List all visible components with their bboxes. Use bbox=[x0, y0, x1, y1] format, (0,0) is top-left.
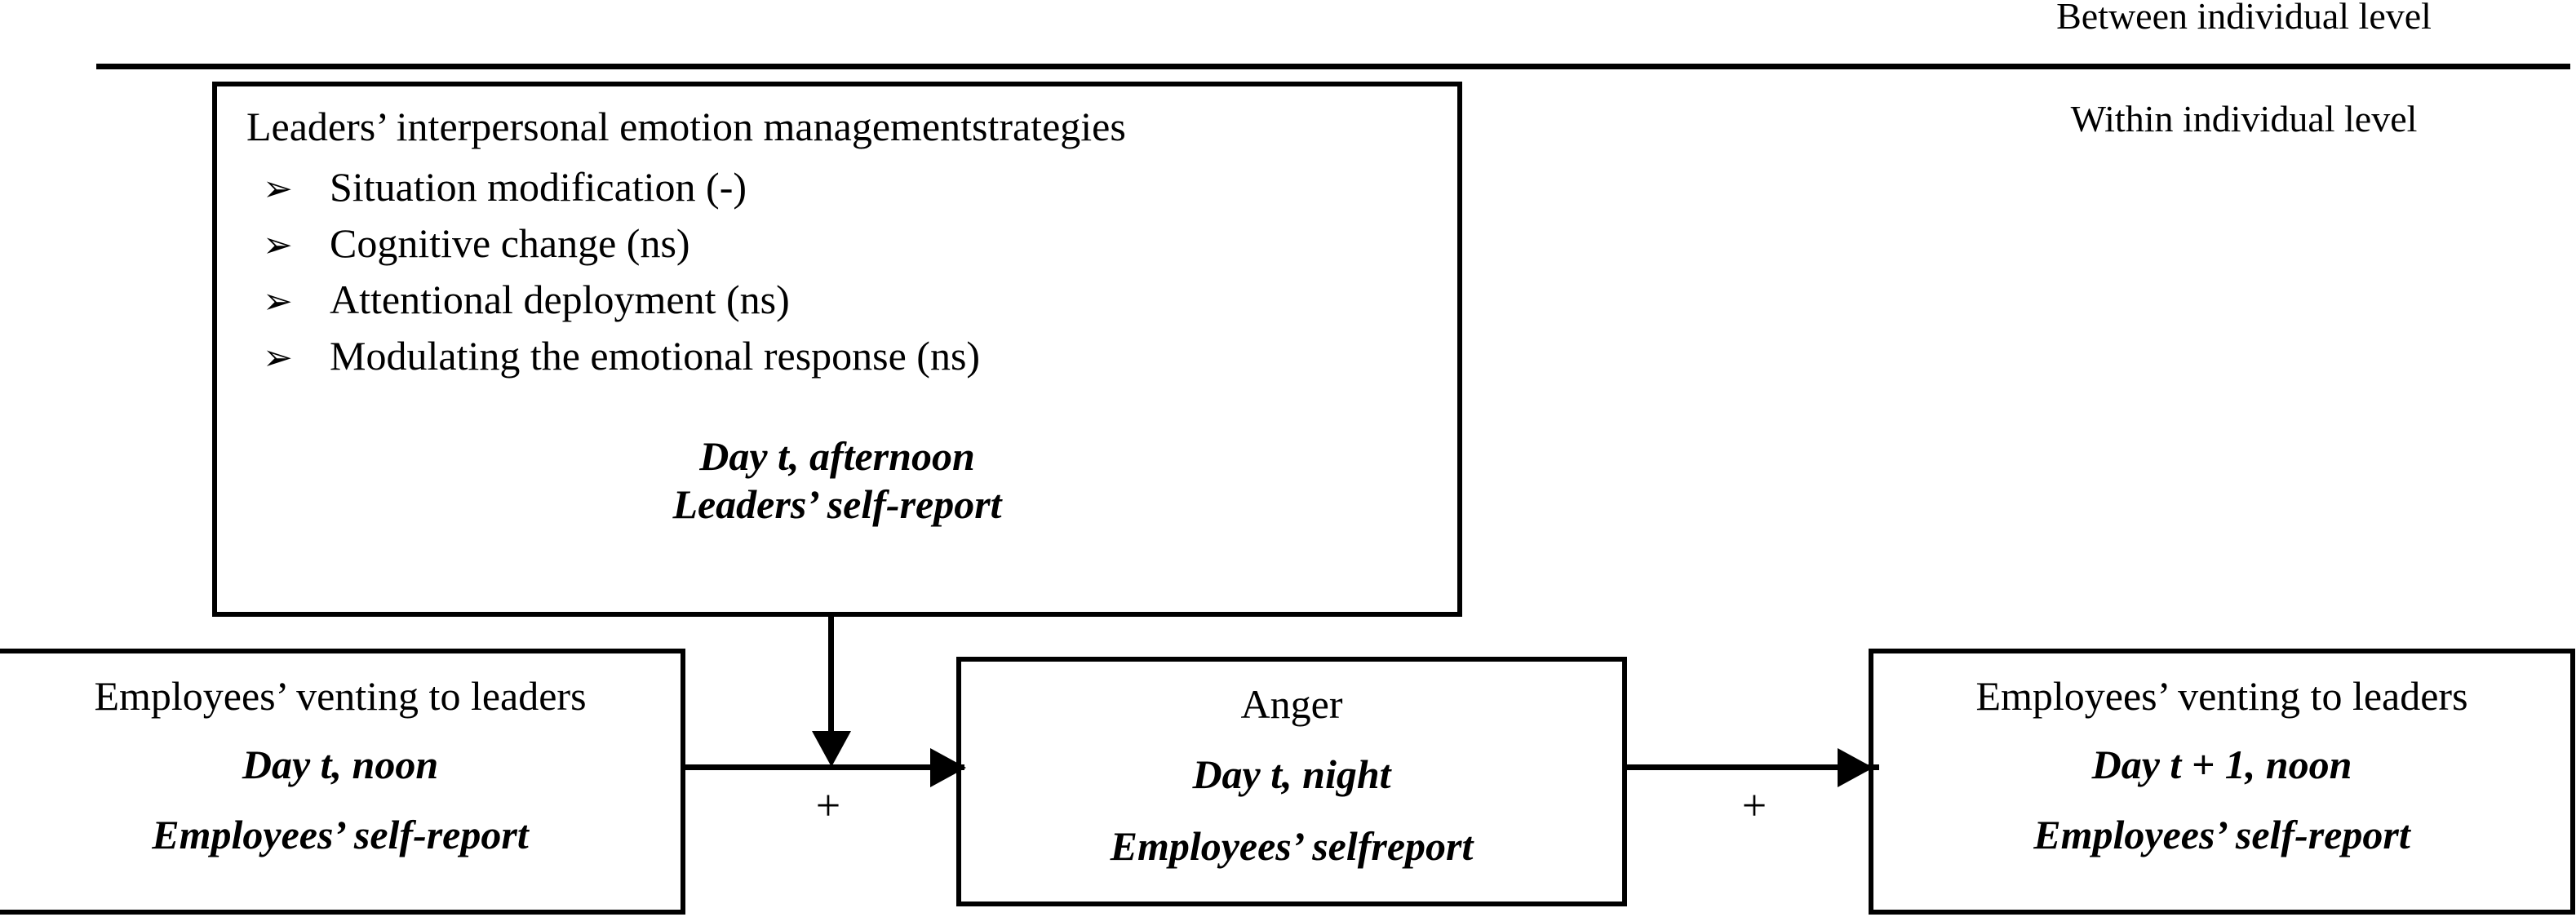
arrow-bullet-icon: ➢ bbox=[263, 281, 293, 322]
predictor-box: Employees’ venting to leaders Day t, noo… bbox=[0, 649, 685, 915]
outcome-heading: Employees’ venting to leaders bbox=[1975, 673, 2468, 719]
moderator-title: Leaders’ interpersonal emotion managemen… bbox=[246, 104, 1126, 149]
moderator-source-text: Leaders’ self-report bbox=[672, 481, 1002, 527]
arrow-predictor-to-mediator-head-icon bbox=[930, 748, 966, 787]
list-item: ➢ Cognitive change (ns) bbox=[250, 223, 1425, 264]
arrow-moderator-to-path-line bbox=[828, 617, 834, 738]
mediator-source-text: Employees’ selfreport bbox=[1110, 823, 1474, 869]
mediator-timing-text: Day t, night bbox=[1192, 751, 1391, 797]
between-individual-level-label: Between individual level bbox=[2056, 0, 2432, 37]
arrow-moderator-to-path-head-icon bbox=[812, 731, 851, 767]
path-sign-mediator-to-outcome: + bbox=[1741, 781, 1767, 830]
predictor-source-text: Employees’ self-report bbox=[152, 812, 529, 857]
predictor-content: Employees’ venting to leaders Day t, noo… bbox=[0, 675, 681, 859]
arrow-predictor-to-mediator-line bbox=[685, 764, 964, 770]
moderator-strategy-list: ➢ Situation modification (-) ➢ Cognitive… bbox=[250, 166, 1425, 392]
moderator-box: Leaders’ interpersonal emotion managemen… bbox=[212, 82, 1462, 617]
mediator-heading: Anger bbox=[1240, 681, 1343, 727]
arrow-bullet-icon: ➢ bbox=[263, 337, 293, 379]
moderator-timing-text: Day t, afternoon bbox=[699, 433, 975, 479]
arrow-mediator-to-outcome-line bbox=[1626, 764, 1879, 770]
within-individual-level-label: Within individual level bbox=[2070, 98, 2418, 140]
list-item-label: Cognitive change (ns) bbox=[330, 220, 690, 266]
outcome-timing-text: Day t + 1, noon bbox=[2091, 741, 2352, 787]
predictor-heading: Employees’ venting to leaders bbox=[94, 673, 587, 719]
list-item: ➢ Modulating the emotional response (ns) bbox=[250, 335, 1425, 376]
list-item: ➢ Situation modification (-) bbox=[250, 166, 1425, 207]
list-item-label: Situation modification (-) bbox=[330, 164, 747, 210]
outcome-content: Employees’ venting to leaders Day t + 1,… bbox=[1873, 675, 2570, 859]
list-item-label: Attentional deployment (ns) bbox=[330, 277, 790, 322]
mediator-box: Anger Day t, night Employees’ selfreport bbox=[956, 657, 1627, 906]
mediator-content: Anger Day t, night Employees’ selfreport bbox=[961, 683, 1622, 870]
arrow-mediator-to-outcome-head-icon bbox=[1838, 748, 1873, 787]
path-sign-predictor-to-mediator: + bbox=[815, 781, 841, 830]
list-item: ➢ Attentional deployment (ns) bbox=[250, 279, 1425, 320]
outcome-source-text: Employees’ self-report bbox=[2033, 812, 2410, 857]
arrow-bullet-icon: ➢ bbox=[263, 224, 293, 266]
list-item-label: Modulating the emotional response (ns) bbox=[330, 333, 981, 379]
moderator-timing-block: Day t, afternoon Leaders’ self-report bbox=[217, 432, 1457, 528]
outcome-box: Employees’ venting to leaders Day t + 1,… bbox=[1869, 649, 2575, 915]
arrow-bullet-icon: ➢ bbox=[263, 168, 293, 210]
level-divider-line bbox=[96, 64, 2570, 69]
predictor-timing-text: Day t, noon bbox=[242, 741, 439, 787]
